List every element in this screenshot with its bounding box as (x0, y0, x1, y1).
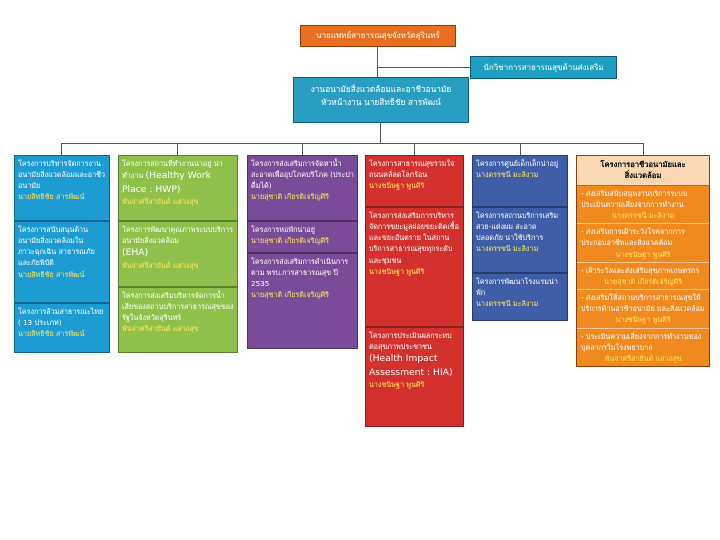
occupational-item: - เฝ้าระวังและส่งเสริมสุขภาพเกษตรกร นายส… (577, 262, 709, 291)
unit-title: งานอนามัยสิ่งแวดล้อมและอาชีวอนามัย (310, 84, 452, 94)
column-waste-hia: โครงการสาธารณสุขรวมใจ ถนนคล์ลดโลกร้อน นา… (365, 155, 464, 427)
occupational-item-responsible: นางชนิษฐา พูนศิริ (615, 315, 671, 325)
connector-col6 (643, 143, 644, 155)
connector-col5 (520, 143, 521, 155)
project-responsible: นางชนิษฐา พูนศิริ (369, 181, 425, 191)
connector-unit-bus (380, 123, 381, 143)
occupational-item-text: - ประเมินความเสี่ยงจากการทำงานของบุคลากร… (581, 331, 702, 352)
occupational-item: - ส่งเสริมให้สถานบริการสาธารณสุขให้บริกา… (577, 290, 709, 329)
chief-medical-officer-label: นายแพทย์สาธารณสุขจังหวัดสุรินทร์ (316, 31, 440, 40)
unit-head: หัวหน้างาน นายสิทธิชัย สารพัฒน์ (321, 96, 441, 107)
project-title: โครงการศูนย์เด็กเล็กน่าอยู่ (476, 159, 559, 168)
project-responsible: นายสุชาติ เกียรติเจริญศิริ (251, 236, 330, 246)
env-occupational-health-unit-box: งานอนามัยสิ่งแวดล้อมและอาชีวอนามัย หัวหน… (293, 77, 469, 123)
occupational-item-text: - ส่งเสริมให้สถานบริการสาธารณสุขให้บริกา… (581, 293, 705, 314)
project-title: โครงการส้วมสาธารณะไทย ( 13 ประเภท) (18, 307, 104, 328)
connector-col1 (61, 143, 62, 155)
project-responsible: นายสิทธิชัย สารพัฒน์ (18, 329, 85, 339)
project-responsible: นางดรรชนี มะลิงาม (476, 244, 539, 254)
project-title: โครงการส่งเสริมการบริหารจัดการขยะมูลฝอยข… (369, 211, 459, 265)
occupational-item-text: - ส่งเสริมสนับสนุนงานบริการระบบประเมินคว… (581, 188, 688, 209)
project-card: โครงการส่งเสริมการดำเนินการตาม พรบ.การสา… (247, 253, 358, 349)
project-responsible: นางชนิษฐา พูนศิริ (369, 266, 425, 276)
connector-head-unit (377, 47, 378, 77)
project-card: โครงการพัฒนาโรงแรมน่าพัก นางดรรชนี มะลิง… (472, 273, 568, 321)
health-promotion-specialist-label: นักวิชาการสาธารณสุขด้านส่งเสริม (483, 63, 604, 72)
project-card: โครงการศูนย์เด็กเล็กน่าอยู่ นางดรรชนี มะ… (472, 155, 568, 207)
project-responsible: พันจ่าศรีสายันต์ แสวงสุข (122, 324, 199, 334)
project-card: โครงการประเมินผลกระทบต่อสุขภาพประชาชน (H… (365, 327, 464, 427)
project-card: โครงการพัฒนาคุณภาพระบบบริการอนามัยสิ่งแว… (118, 221, 238, 287)
project-card: โครงการสถานบริการเสริมสวย-แต่งผม สะอาด ป… (472, 207, 568, 273)
project-responsible: พันจ่าศรีสายันต์ แสวงสุข (122, 260, 199, 270)
project-card: โครงการสถานที่ทำงานน่าอยู่ น่าทำงาน (Hea… (118, 155, 238, 221)
occupational-item: - ส่งเสริมการเฝ้าระวังโรคจากการประกอบอาช… (577, 224, 709, 263)
project-card: โครงการบริหารจัดการงานอนามัยสิ่งแวดล้อมแ… (14, 155, 110, 221)
project-responsible: พันจ่าศรีสายันต์ แสวงสุข (122, 196, 199, 206)
occupational-header-line: โครงการอาชีวอนามัยและ (600, 160, 686, 169)
project-card: โครงการสาธารณสุขรวมใจ ถนนคล์ลดโลกร้อน นา… (365, 155, 464, 207)
column-childcare-salon-hotel: โครงการศูนย์เด็กเล็กน่าอยู่ นางดรรชนี มะ… (472, 155, 568, 321)
project-card: โครงการหอพักน่าอยู่ นายสุชาติ เกียรติเจร… (247, 221, 358, 253)
health-promotion-specialist-box: นักวิชาการสาธารณสุขด้านส่งเสริม (470, 56, 617, 79)
project-title: โครงการส่งเสริมการจัดหาน้ำสะอาดเพื่ออุปโ… (251, 159, 354, 191)
project-title: โครงการพัฒนาโรงแรมน่าพัก (476, 277, 558, 298)
chief-medical-officer-box: นายแพทย์สาธารณสุขจังหวัดสุรินทร์ (300, 25, 456, 47)
connector-col2 (177, 143, 178, 155)
occupational-item-text: - เฝ้าระวังและส่งเสริมสุขภาพเกษตรกร (581, 265, 700, 275)
project-card: โครงการสนับสนุนด้านอนามัยสิ่งแวดล้อมในภา… (14, 221, 110, 303)
project-responsible: นางชนิษฐา พูนศิริ (369, 380, 425, 389)
column-env-management: โครงการบริหารจัดการงานอนามัยสิ่งแวดล้อมแ… (14, 155, 110, 353)
occupational-item-responsible: นางชนิษฐา พูนศิริ (615, 249, 671, 259)
project-title-english: (Healthy Work Place : HWP) (122, 170, 211, 195)
project-title-english: (EHA) (122, 247, 149, 259)
project-card: โครงการส้วมสาธารณะไทย ( 13 ประเภท) นายสิ… (14, 303, 110, 353)
occupational-item-responsible: พันจ่าศรีสายันต์ แสวงสุข (604, 353, 682, 363)
occupational-header: โครงการอาชีวอนามัยและ สิ่งแวดล้อม (577, 156, 709, 186)
project-title: โครงการพัฒนาคุณภาพระบบบริการอนามัยสิ่งแว… (122, 225, 233, 246)
project-title: โครงการประเมินผลกระทบต่อสุขภาพประชาชน (369, 331, 452, 352)
project-title: โครงการส่งเสริมบริหารจัดการน้ำเสียของสถา… (122, 291, 234, 323)
column-healthy-workplace: โครงการสถานที่ทำงานน่าอยู่ น่าทำงาน (Hea… (118, 155, 238, 353)
occupational-item: - ประเมินความเสี่ยงจากการทำงานของบุคลากร… (577, 328, 709, 366)
project-responsible: นางดรรชนี มะลิงาม (476, 170, 539, 180)
connector-col4 (414, 143, 415, 155)
project-responsible: นายสุชาติ เกียรติเจริญศิริ (251, 290, 330, 300)
column-occupational-env-projects: โครงการอาชีวอนามัยและ สิ่งแวดล้อม - ส่งเ… (576, 155, 710, 367)
project-title: โครงการสนับสนุนด้านอนามัยสิ่งแวดล้อมในภา… (18, 225, 95, 268)
project-title: โครงการสถานที่ทำงานน่าอยู่ น่าทำงาน (122, 159, 223, 181)
occupational-item-responsible: นางดรรชนี มะลิงาม (611, 211, 675, 221)
project-responsible: นายสุชาติ เกียรติเจริญศิริ (251, 192, 330, 202)
connector-col3 (302, 143, 303, 155)
project-responsible: นายสิทธิชัย สารพัฒน์ (18, 269, 85, 279)
project-responsible: นางดรรชนี มะลิงาม (476, 299, 539, 309)
occupational-item-responsible: นายสุชาติ เกียรติเจริญศิริ (603, 276, 683, 286)
project-title-english: (Health Impact Assessment : HIA) (369, 353, 453, 378)
connector-expert (378, 67, 470, 68)
connector-bus (61, 143, 643, 144)
project-title: โครงการหอพักน่าอยู่ (251, 225, 315, 234)
occupational-item-text: - ส่งเสริมการเฝ้าระวังโรคจากการประกอบอาช… (581, 227, 685, 248)
project-card: โครงการส่งเสริมการบริหารจัดการขยะมูลฝอยข… (365, 207, 464, 327)
occupational-header-line: สิ่งแวดล้อม (624, 171, 662, 181)
project-title: โครงการบริหารจัดการงานอนามัยสิ่งแวดล้อมแ… (18, 159, 106, 191)
project-card: โครงการส่งเสริมการจัดหาน้ำสะอาดเพื่ออุปโ… (247, 155, 358, 221)
project-title: โครงการส่งเสริมการดำเนินการตาม พรบ.การสา… (251, 257, 349, 289)
project-responsible: นายสิทธิชัย สารพัฒน์ (18, 192, 85, 202)
occupational-item: - ส่งเสริมสนับสนุนงานบริการระบบประเมินคว… (577, 185, 709, 225)
project-title: โครงการสาธารณสุขรวมใจ ถนนคล์ลดโลกร้อน (369, 159, 455, 180)
project-card: โครงการส่งเสริมบริหารจัดการน้ำเสียของสถา… (118, 287, 238, 353)
project-title: โครงการสถานบริการเสริมสวย-แต่งผม สะอาด ป… (476, 211, 559, 243)
column-water-dormitory: โครงการส่งเสริมการจัดหาน้ำสะอาดเพื่ออุปโ… (247, 155, 358, 349)
